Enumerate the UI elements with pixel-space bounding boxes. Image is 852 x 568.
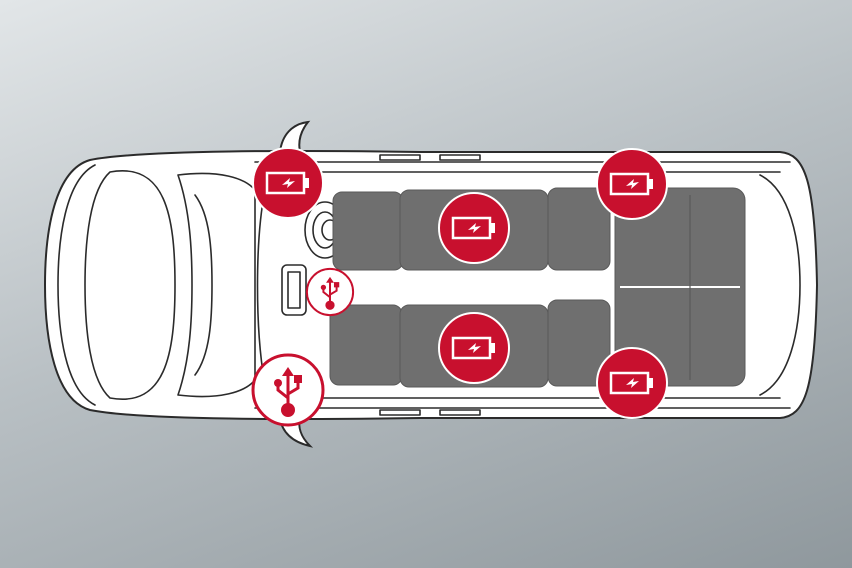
front-seat-driver — [332, 191, 404, 271]
battery-charge-icon — [437, 191, 511, 265]
battery-charge-icon — [437, 311, 511, 385]
battery-charge-icon — [251, 146, 325, 220]
battery-charge-icon — [595, 346, 669, 420]
front-seat-passenger — [329, 304, 403, 386]
usb-icon — [305, 267, 355, 317]
mirror-top — [278, 120, 311, 153]
usb-icon — [251, 353, 325, 427]
battery-charge-icon — [595, 147, 669, 221]
